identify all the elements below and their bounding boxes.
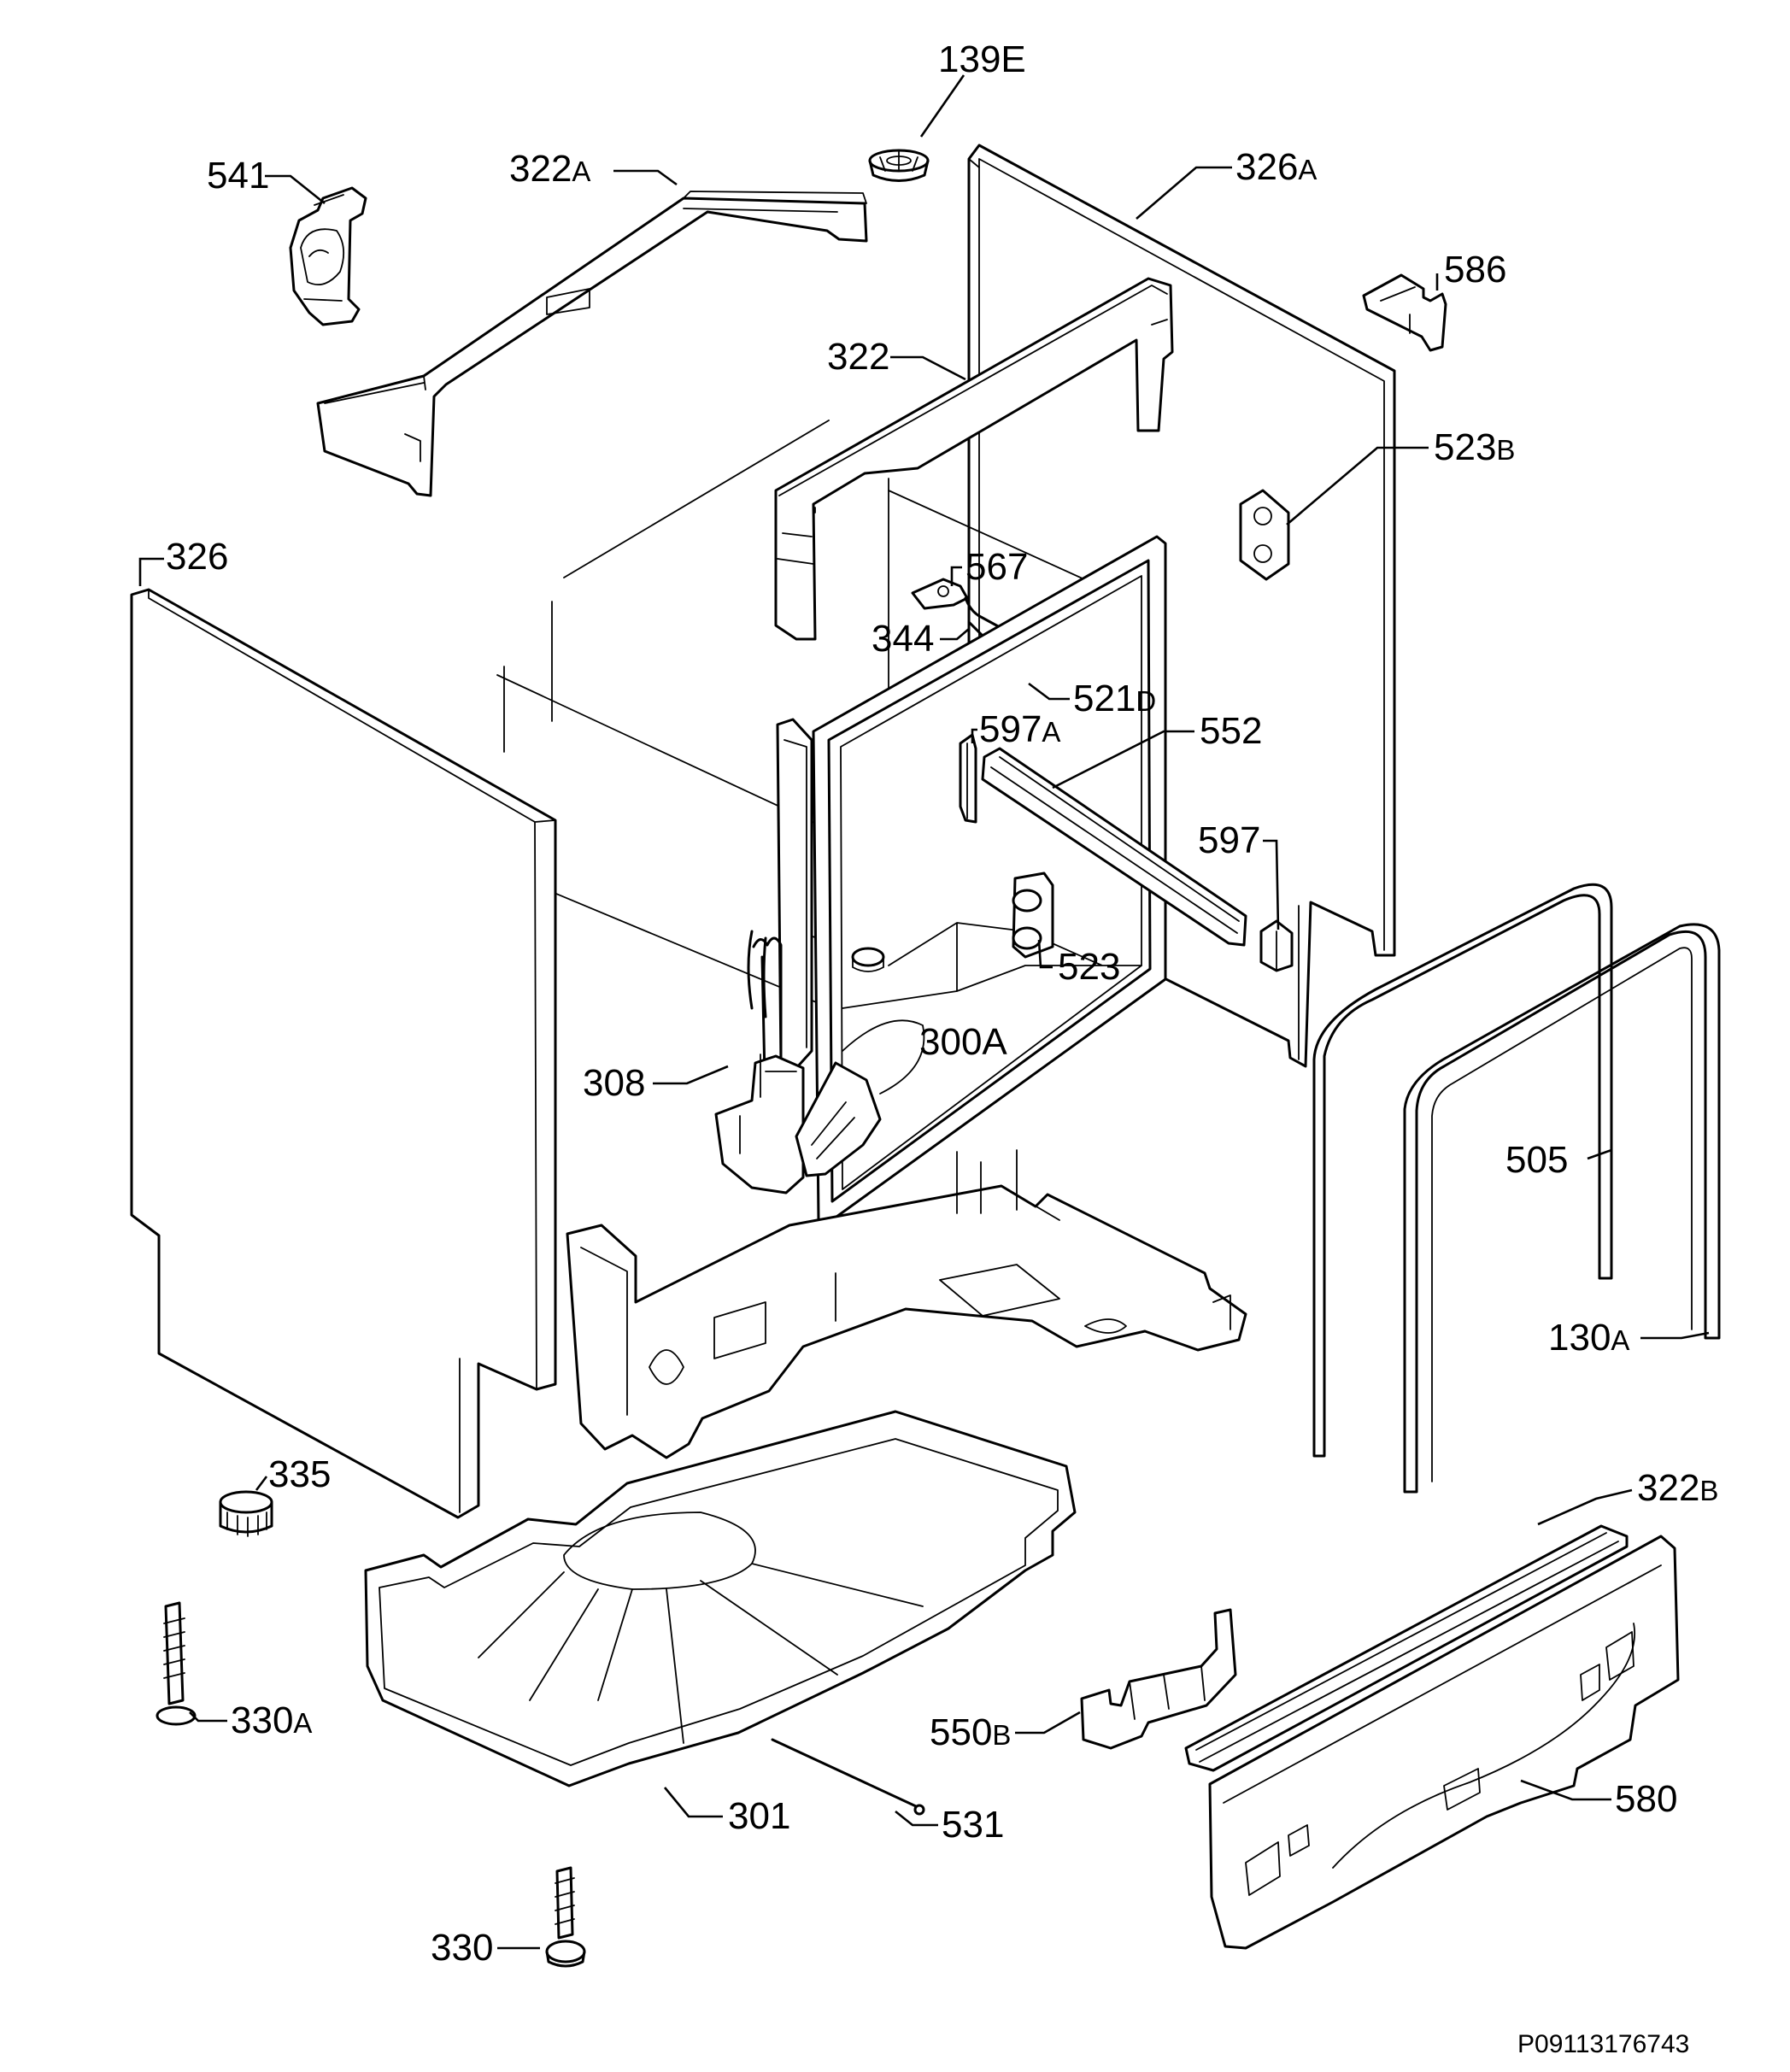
- leader-322B: [1537, 1488, 1633, 1526]
- part-523B: [1239, 489, 1290, 581]
- callout-597: 597: [1198, 819, 1260, 861]
- part-300A: [851, 947, 885, 972]
- part-335: [219, 1490, 273, 1537]
- callout-301: 301: [728, 1795, 790, 1837]
- leader-531: [895, 1810, 938, 1827]
- callout-586: 586: [1444, 249, 1506, 291]
- leader-597A: [971, 728, 977, 743]
- document-id: P09113176743: [1517, 2030, 1689, 2058]
- leader-523: [1037, 939, 1053, 969]
- callout-521D: 521D: [1073, 678, 1156, 719]
- part-586: [1362, 273, 1447, 352]
- part-580: [1208, 1535, 1680, 1950]
- callout-550B: 550B: [930, 1711, 1011, 1753]
- leader-523B: [1286, 446, 1429, 525]
- callout-330A: 330A: [231, 1699, 312, 1741]
- leader-335: [255, 1476, 268, 1491]
- part-567: [911, 578, 969, 610]
- callout-322B: 322B: [1637, 1467, 1718, 1509]
- leader-344: [940, 628, 970, 641]
- part-301: [364, 1410, 1077, 1816]
- callout-308: 308: [583, 1062, 645, 1104]
- part-322A: [316, 191, 868, 497]
- callout-labels: 139E 541 322A 326A 586 322 523B 326 567 …: [166, 38, 1718, 1969]
- leader-552: [1052, 730, 1194, 789]
- part-330A: [156, 1601, 197, 1726]
- callout-326A: 326A: [1235, 146, 1317, 188]
- leader-326A: [1136, 166, 1232, 220]
- leader-541: [265, 174, 326, 205]
- callout-330: 330: [431, 1927, 493, 1969]
- part-base-frame: [566, 1149, 1247, 1459]
- part-322: [774, 277, 1174, 641]
- callout-567: 567: [965, 546, 1028, 588]
- callout-139E: 139E: [938, 38, 1026, 80]
- leader-567: [950, 566, 962, 586]
- callout-130A: 130A: [1548, 1317, 1629, 1359]
- leader-550B: [1015, 1711, 1081, 1734]
- callout-523: 523: [1058, 946, 1120, 988]
- part-330: [545, 1866, 586, 1968]
- leader-322A: [613, 169, 678, 186]
- leader-580: [1520, 1779, 1611, 1801]
- leader-139E: [919, 74, 965, 138]
- callout-552: 552: [1200, 710, 1262, 752]
- callout-335: 335: [268, 1453, 331, 1495]
- part-139E: [868, 149, 930, 182]
- part-552: [981, 747, 1247, 947]
- callout-597A: 597A: [979, 708, 1060, 750]
- part-hinge-assembly: [714, 718, 882, 1194]
- part-597: [1259, 919, 1294, 972]
- part-550B: [1080, 1608, 1237, 1750]
- callout-531: 531: [942, 1804, 1004, 1846]
- callout-322: 322: [827, 336, 889, 378]
- leader-521D: [1028, 682, 1070, 701]
- leader-322: [890, 355, 966, 381]
- part-322B: [1184, 1524, 1629, 1772]
- leader-301: [663, 1787, 723, 1818]
- part-tub-frame: [812, 535, 1167, 1225]
- callout-344: 344: [872, 618, 934, 660]
- part-326: [130, 588, 557, 1519]
- part-505: [1312, 883, 1613, 1458]
- part-130A: [1403, 923, 1721, 1494]
- part-523: [1012, 872, 1054, 959]
- part-541: [289, 186, 367, 326]
- callout-326: 326: [166, 536, 228, 578]
- leader-505: [1587, 1148, 1612, 1160]
- leader-308: [653, 1065, 729, 1085]
- leader-326: [138, 557, 164, 586]
- leader-597: [1263, 839, 1280, 930]
- callout-523B: 523B: [1434, 426, 1515, 468]
- leader-130A: [1640, 1331, 1710, 1340]
- callout-505: 505: [1505, 1139, 1568, 1181]
- callout-580: 580: [1615, 1778, 1677, 1820]
- callout-541: 541: [207, 155, 269, 197]
- callout-322A: 322A: [509, 148, 590, 190]
- callout-300A: 300A: [919, 1021, 1007, 1063]
- leader-330A: [189, 1711, 227, 1723]
- leader-lines: [138, 74, 1710, 1950]
